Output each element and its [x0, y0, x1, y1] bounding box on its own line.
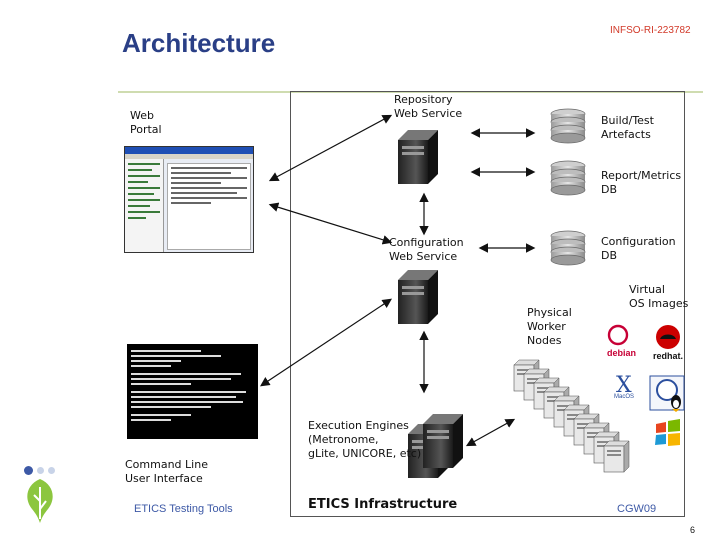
- repository-label: Repository Web Service: [394, 93, 463, 120]
- footer-right: CGW09: [617, 503, 657, 515]
- page-title: Architecture: [122, 28, 276, 58]
- physical-worker-label: Physical Worker Nodes: [527, 306, 572, 347]
- configuration-db-icon: [550, 230, 586, 266]
- page-number: 6: [690, 525, 696, 535]
- project-code: INFSO-RI-223782: [610, 25, 691, 36]
- build-test-label: Build/Test Artefacts: [601, 114, 654, 141]
- decor-dot-2: [37, 467, 44, 474]
- execution-server-icon-2: [423, 414, 463, 468]
- repository-server-icon: [398, 130, 438, 184]
- redhat-logo-text: redhat.: [653, 351, 684, 361]
- report-metrics-db-icon: [550, 160, 586, 196]
- web-portal-screenshot: [124, 146, 254, 253]
- debian-logo-text: debian: [607, 348, 637, 358]
- macos-logo-text: MacOS: [614, 394, 635, 400]
- footer-center: ETICS Infrastructure: [308, 497, 458, 512]
- build-test-db-icon: [550, 108, 586, 144]
- debian-logo-icon: [607, 324, 629, 346]
- svg-text:X: X: [616, 373, 632, 398]
- worker-nodes-icon: [513, 359, 630, 473]
- configuration-server-icon: [398, 270, 438, 324]
- windows-logo-icon: [655, 419, 680, 446]
- command-line-label: Command Line User Interface: [125, 458, 208, 485]
- execution-engines-label: Execution Engines (Metronome, gLite, UNI…: [308, 419, 422, 460]
- web-portal-label: Web Portal: [130, 109, 162, 136]
- configuration-db-label: Configuration DB: [601, 235, 676, 262]
- virtual-os-label: Virtual OS Images: [629, 283, 689, 310]
- header-rule: [118, 91, 703, 93]
- redhat-logo-icon: [656, 325, 680, 349]
- decor-dot-3: [48, 467, 55, 474]
- command-line-screenshot: [127, 344, 258, 439]
- footer-left: ETICS Testing Tools: [134, 503, 233, 515]
- linux-logo-icon: [649, 375, 685, 412]
- macos-logo-icon: X: [616, 373, 632, 398]
- decor-dot-1: [24, 466, 33, 475]
- configuration-ws-label: Configuration Web Service: [389, 236, 464, 263]
- report-metrics-label: Report/Metrics DB: [601, 169, 682, 196]
